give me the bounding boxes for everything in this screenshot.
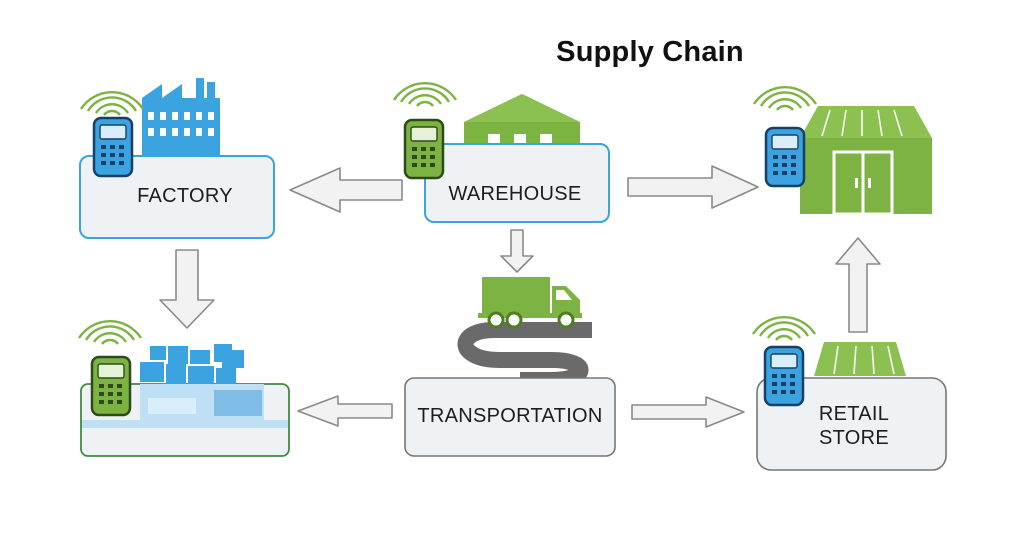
retail-store-box bbox=[756, 377, 947, 471]
transportation-label: TRANSPORTATION bbox=[417, 405, 603, 427]
rfid-reader-icon bbox=[90, 355, 132, 417]
retail-store-label: RETAIL STORE bbox=[800, 402, 908, 450]
warehouse-node bbox=[392, 81, 610, 223]
wireless-signal-icon bbox=[392, 81, 458, 108]
rfid-reader-icon bbox=[764, 126, 806, 188]
transportation-box bbox=[404, 377, 616, 457]
retail-store-label-line1: RETAIL bbox=[818, 403, 890, 425]
warehouse-label: WAREHOUSE bbox=[448, 183, 582, 205]
factory-node bbox=[79, 78, 275, 239]
factory-icon bbox=[142, 78, 220, 156]
arrow-warehouse-to-transportation bbox=[500, 229, 534, 273]
warehouse-box bbox=[424, 143, 610, 223]
wireless-signal-icon bbox=[79, 90, 145, 117]
wireless-signal-icon bbox=[752, 85, 818, 112]
wireless-signal-icon bbox=[77, 319, 143, 346]
arrow-retail-to-store bbox=[835, 237, 881, 333]
arrow-warehouse-to-store bbox=[627, 165, 759, 209]
road-graphic bbox=[457, 322, 592, 388]
arrow-transportation-to-retail bbox=[631, 396, 745, 428]
rfid-reader-icon bbox=[92, 116, 134, 178]
transportation-node bbox=[404, 277, 616, 457]
retail-store-label-line2: STORE bbox=[818, 427, 890, 449]
store-node bbox=[752, 85, 932, 216]
retail-store-node bbox=[751, 315, 947, 471]
rfid-reader-icon bbox=[403, 118, 445, 180]
store-awning-icon bbox=[814, 342, 906, 376]
store-icon bbox=[800, 106, 932, 216]
arrow-factory-to-distribution bbox=[159, 249, 215, 329]
factory-label: FACTORY bbox=[137, 185, 233, 207]
arrow-transportation-to-distribution bbox=[297, 395, 393, 427]
wireless-signal-icon bbox=[751, 315, 817, 342]
diagram-title: Supply Chain bbox=[556, 36, 744, 68]
boxes-icon bbox=[82, 344, 288, 428]
rfid-reader-icon bbox=[763, 345, 805, 407]
arrow-warehouse-to-factory bbox=[289, 167, 403, 213]
truck-icon bbox=[478, 277, 582, 329]
factory-box bbox=[79, 155, 275, 239]
distribution-node bbox=[77, 319, 290, 457]
